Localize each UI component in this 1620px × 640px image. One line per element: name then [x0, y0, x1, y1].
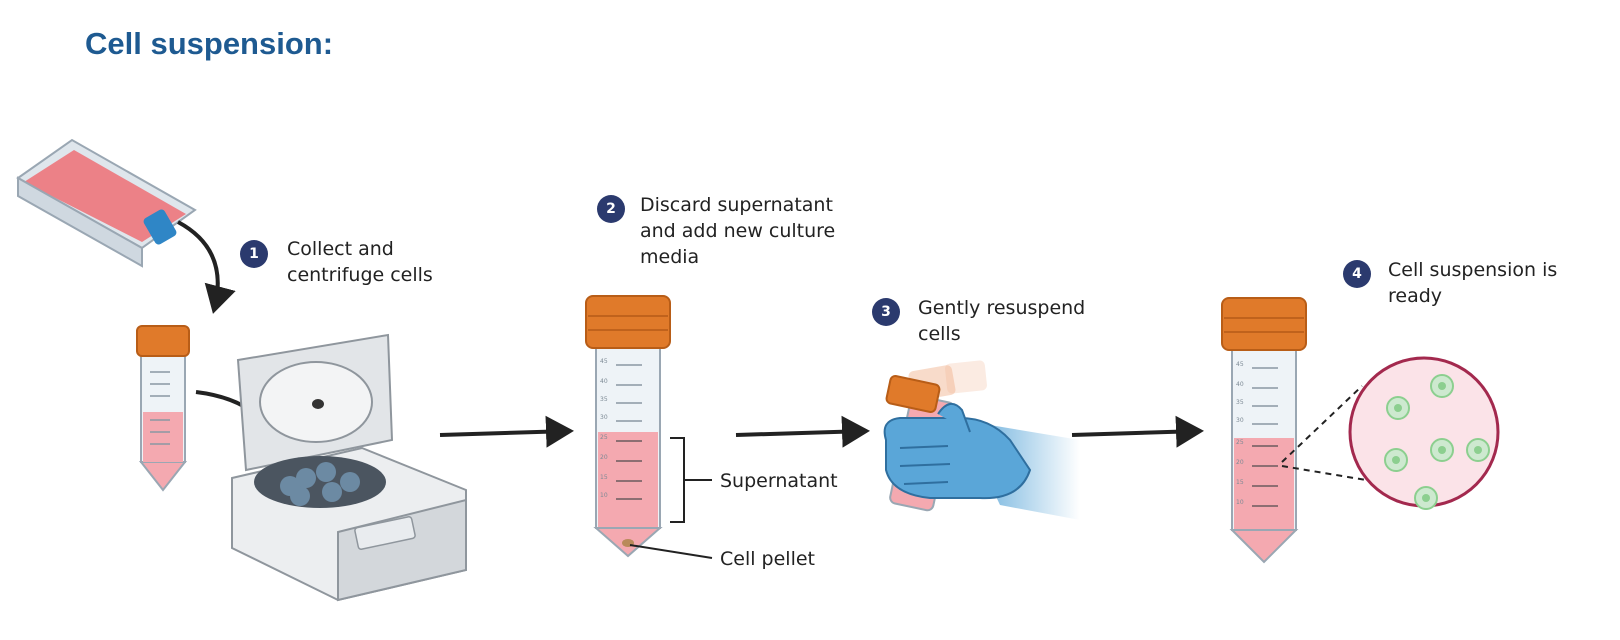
gloved-hand-icon	[883, 360, 1080, 520]
centrifuge-icon	[231, 333, 467, 602]
scale-label: 40	[600, 378, 608, 385]
scale-label: 20	[600, 454, 608, 461]
culture-flask-icon	[16, 138, 197, 268]
step-badge-2: 2	[597, 195, 625, 223]
scale-label: 30	[1236, 417, 1244, 424]
scale-label: 35	[1236, 399, 1244, 406]
cell-pellet-leader	[629, 544, 713, 559]
scale-label: 45	[600, 358, 608, 365]
scale-label: 15	[600, 474, 608, 481]
step-badge-4: 4	[1343, 260, 1371, 288]
scale-label: 10	[1236, 499, 1244, 506]
step-badge-1: 1	[240, 240, 268, 268]
magnified-cells-icon	[1348, 356, 1500, 510]
zoom-line	[1281, 465, 1367, 481]
scale-label: 10	[600, 492, 608, 499]
scale-label: 35	[600, 396, 608, 403]
scale-label: 25	[600, 434, 608, 441]
scale-label: 45	[1236, 361, 1244, 368]
arrow-icon	[1071, 415, 1204, 448]
scale-label: 15	[1236, 479, 1244, 486]
cell-pellet-label: Cell pellet	[720, 548, 815, 570]
zoom-line	[1281, 385, 1363, 463]
step-text-3: Gently resuspend cells	[918, 297, 1086, 345]
centrifuge-tube-icon: 45 40 35 30 25 20 15 10	[1221, 297, 1307, 564]
step-text-4: Cell suspension is ready	[1388, 259, 1558, 307]
arrow-icon	[439, 415, 574, 448]
centrifuge-tube-icon: 45 40 35 30 25 20 15 10	[585, 295, 671, 558]
page-title: Cell suspension:	[85, 26, 334, 61]
scale-label: 40	[1236, 381, 1244, 388]
scale-label: 25	[1236, 439, 1244, 446]
step-text-1: Collect and centrifuge cells	[287, 238, 433, 286]
supernatant-label: Supernatant	[720, 470, 838, 492]
scale-label: 30	[600, 414, 608, 421]
arrow-icon	[735, 415, 870, 448]
scale-label: 20	[1236, 459, 1244, 466]
arrow-icon	[177, 220, 236, 314]
centrifuge-tube-icon	[136, 325, 190, 492]
supernatant-bracket	[670, 437, 712, 523]
step-text-2: Discard supernatant and add new culture …	[640, 194, 836, 268]
step-badge-3: 3	[872, 298, 900, 326]
